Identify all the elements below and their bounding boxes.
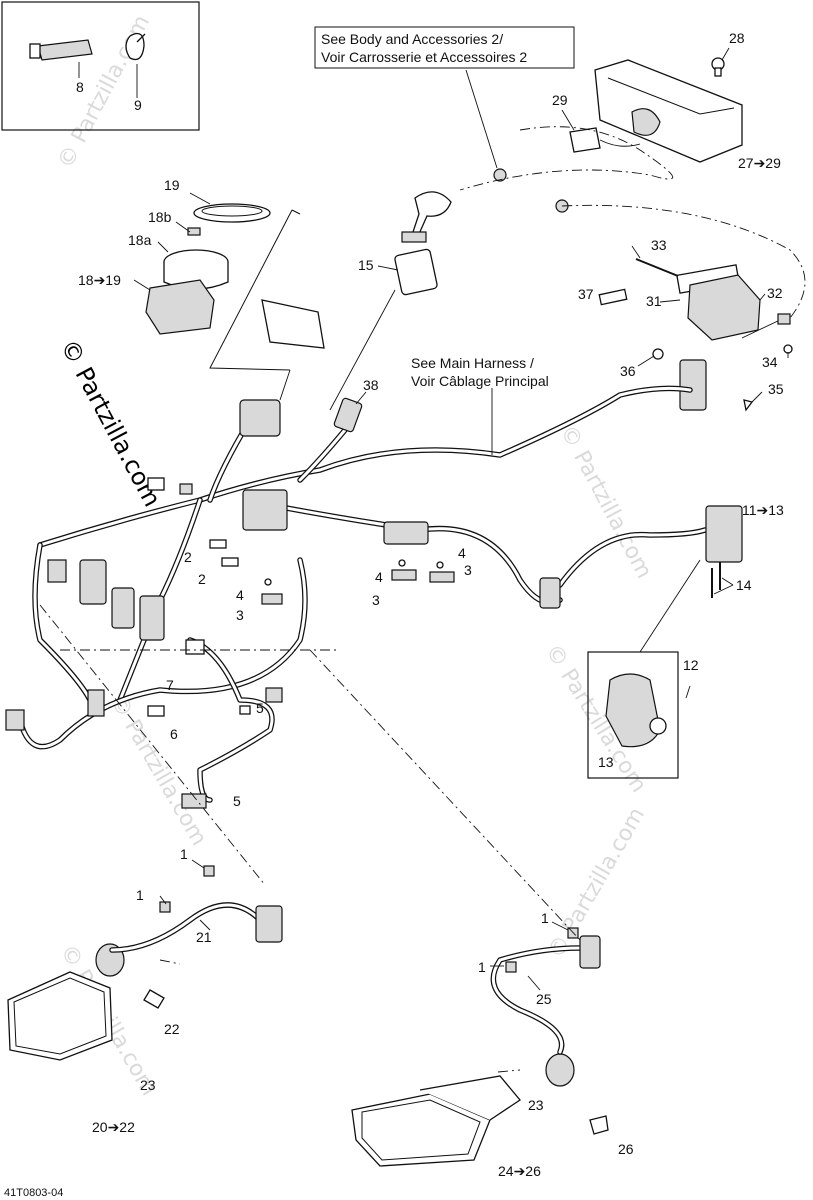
- callout-18b: 18b: [148, 209, 172, 225]
- figure-reference: 41T0803-04: [4, 1187, 63, 1199]
- callout-21: 21: [196, 929, 212, 945]
- callout-25: 25: [536, 991, 552, 1007]
- callout-3a: 3: [236, 607, 244, 623]
- note-main-harness: See Main Harness / Voir Câblage Principa…: [411, 355, 549, 389]
- callout-15: 15: [358, 257, 374, 273]
- tail-light-assembly: [569, 57, 743, 163]
- callout-32: 32: [767, 285, 783, 301]
- callout-5b: 5: [233, 793, 241, 809]
- callout-31: 31: [646, 293, 662, 309]
- note-body-accessories: See Body and Accessories 2/ Voir Carross…: [314, 26, 575, 69]
- svg-text:See Main Harness /: See Main Harness /: [411, 355, 534, 371]
- callout-1b: 1: [136, 887, 144, 903]
- callout-2b: 2: [198, 571, 206, 587]
- callout-4a: 4: [236, 587, 244, 603]
- relay: [394, 231, 438, 296]
- callout-35: 35: [768, 381, 784, 397]
- callout-36: 36: [620, 363, 636, 379]
- leader-lines: [133, 47, 789, 991]
- callout-24: 24➔26: [498, 1163, 541, 1179]
- harness-connectors: [5, 397, 743, 809]
- callout-34: 34: [762, 354, 778, 370]
- callout-11: 11➔13: [742, 502, 784, 518]
- callout-26: 26: [618, 1141, 634, 1157]
- callout-4b: 4: [458, 545, 466, 561]
- callout-14: 14: [736, 577, 752, 593]
- headlight-right: [351, 927, 609, 1167]
- callout-13: 13: [598, 754, 614, 770]
- callout-7: 7: [166, 677, 174, 693]
- voltage-regulator: [598, 258, 793, 412]
- switch-inset: [587, 559, 701, 779]
- callout-2a: 2: [184, 549, 192, 565]
- callout-27: 27➔29: [738, 155, 781, 171]
- svg-text:See Body and Accessories 2/: See Body and Accessories 2/: [321, 31, 503, 47]
- callout-19: 19: [164, 177, 180, 193]
- svg-text:© Partzilla.com: © Partzilla.com: [555, 421, 657, 583]
- callout-18: 18➔19: [78, 272, 121, 288]
- callout-23b: 23: [528, 1097, 544, 1113]
- screws: [711, 562, 721, 598]
- callout-8: 8: [76, 79, 84, 95]
- callout-6: 6: [170, 726, 178, 742]
- headlight-left: [7, 865, 283, 1061]
- callout-22: 22: [164, 1021, 180, 1037]
- callout-3b: 3: [464, 562, 472, 578]
- callout-4c: 4: [375, 569, 383, 585]
- callout-1d: 1: [478, 959, 486, 975]
- callout-28: 28: [729, 30, 745, 46]
- callout-5a: 5: [256, 700, 264, 716]
- inset-box-sealant-and-tie: [1, 1, 200, 131]
- callout-33: 33: [651, 237, 667, 253]
- small-clips: [209, 539, 455, 605]
- callout-1a: 1: [180, 846, 188, 862]
- svg-text:Voir Carrosserie et Accessoire: Voir Carrosserie et Accessoires 2: [321, 49, 527, 65]
- gauge-assembly: [145, 203, 325, 371]
- callout-37: 37: [578, 286, 594, 302]
- ref-line: [459, 126, 673, 191]
- callout-23a: 23: [140, 1077, 156, 1093]
- svg-text:Voir Câblage Principal: Voir Câblage Principal: [411, 373, 549, 389]
- callout-1c: 1: [541, 910, 549, 926]
- callout-38: 38: [363, 377, 379, 393]
- callout-12: 12: [683, 657, 699, 673]
- main-wire-harness: [17, 385, 708, 803]
- ref-line: [561, 204, 806, 319]
- callout-9: 9: [134, 97, 142, 113]
- grommets: [412, 168, 569, 235]
- callouts: 8 9 28 29 27➔29 19 18b 18a 18➔19 15 33 3…: [76, 30, 784, 1179]
- callout-18a: 18a: [128, 232, 152, 248]
- faint-watermarks: © Partzilla.com © Partzilla.com © Partzi…: [53, 11, 656, 1100]
- reference-lines: [39, 604, 581, 1073]
- callout-3c: 3: [372, 592, 380, 608]
- callout-20: 20➔22: [92, 1119, 135, 1135]
- callout-29: 29: [552, 92, 568, 108]
